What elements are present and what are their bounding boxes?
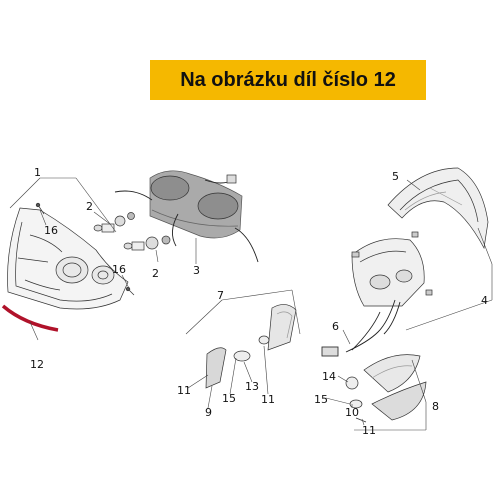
leader-lines [9, 177, 493, 431]
callout-15-left: 15 [222, 392, 236, 405]
callout-15-right: 15 [314, 393, 328, 406]
callout-3: 3 [193, 264, 200, 277]
leader-12 [29, 321, 39, 341]
tail-light-housing [351, 231, 433, 307]
part-number-banner: Na obrázku díl číslo 12 [150, 60, 426, 100]
callout-7: 7 [217, 289, 224, 302]
callout-8: 8 [432, 400, 439, 413]
callout-13: 13 [245, 380, 259, 393]
rear-indicator [345, 354, 427, 423]
callout-16-bottom: 16 [112, 263, 126, 276]
tail-light-cover [387, 167, 489, 250]
callout-1: 1 [34, 166, 41, 179]
wire-harness [321, 299, 401, 357]
screw-16-top [35, 202, 45, 215]
callout-4: 4 [481, 294, 488, 307]
callout-16-top: 16 [44, 224, 58, 237]
trim-strip-part-12 [1, 304, 59, 332]
callout-11-middle: 11 [261, 393, 275, 406]
bulb-2-lower [123, 235, 171, 251]
headlight-assembly [7, 207, 129, 310]
instrument-cluster [114, 170, 259, 263]
screw-16-bottom [125, 286, 135, 296]
callout-2-lower: 2 [152, 267, 159, 280]
front-indicator [205, 304, 297, 389]
bulb-2-upper [93, 212, 135, 233]
callout-12: 12 [30, 358, 44, 371]
callout-14: 14 [322, 370, 336, 383]
callout-10: 10 [345, 406, 359, 419]
callout-5: 5 [392, 170, 399, 183]
callout-2-upper: 2 [86, 200, 93, 213]
callout-11-left: 11 [177, 384, 191, 397]
callout-11-right: 11 [362, 424, 376, 437]
callout-9: 9 [205, 406, 212, 419]
callout-6: 6 [332, 320, 339, 333]
